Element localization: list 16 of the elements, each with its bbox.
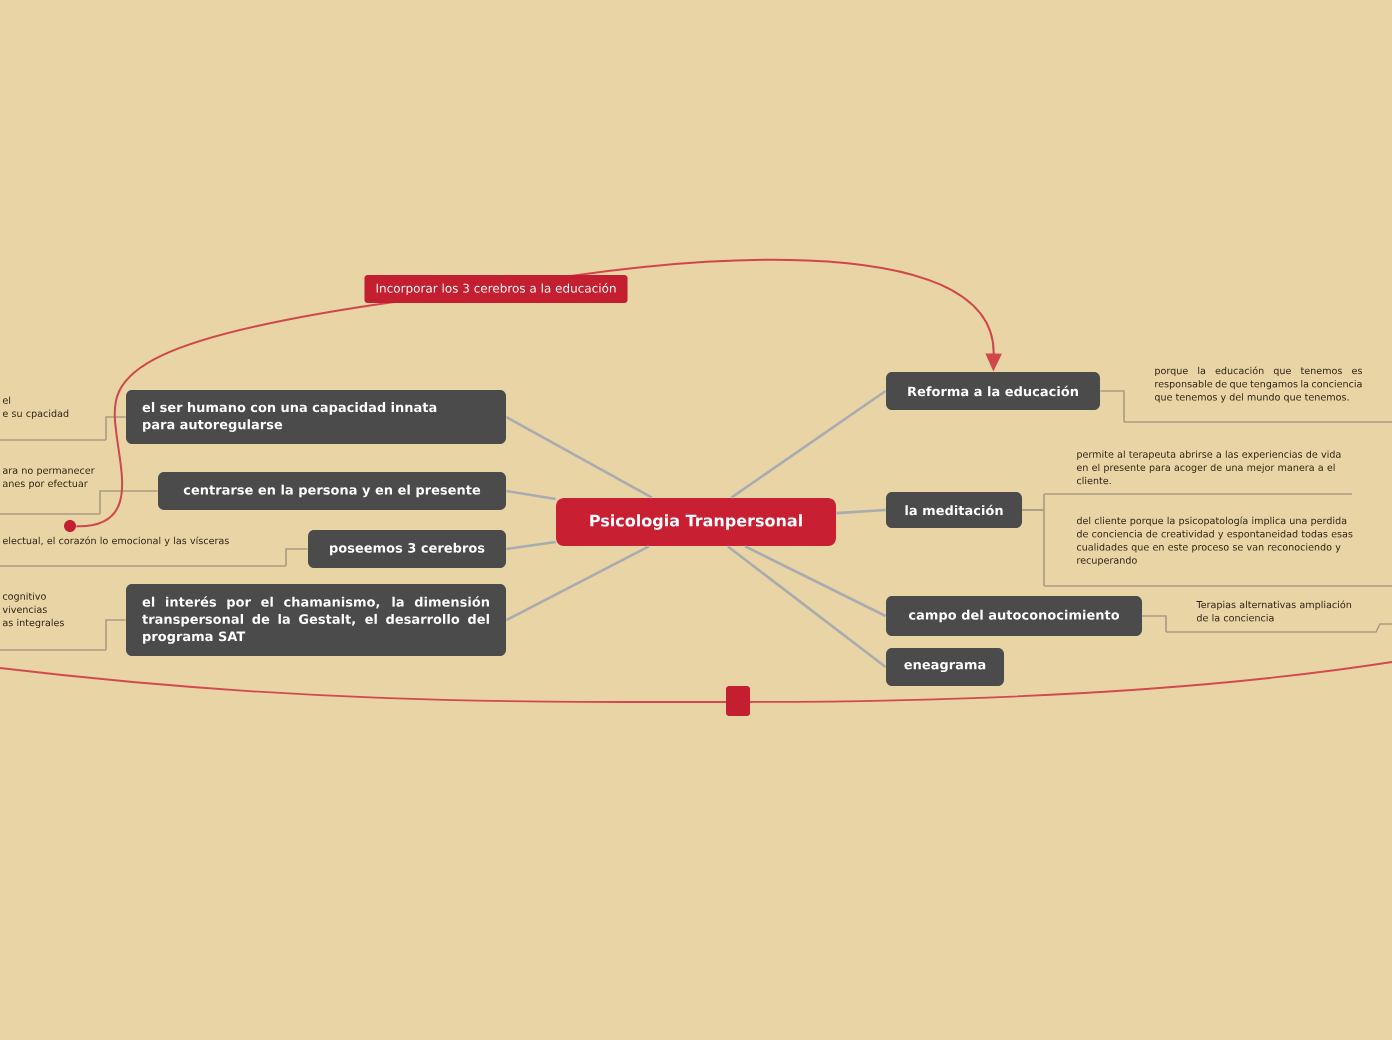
branch-line xyxy=(505,415,653,499)
branch-line xyxy=(836,508,886,515)
connector-line xyxy=(1099,390,1125,423)
connector-line xyxy=(105,619,127,651)
branch-line xyxy=(727,545,887,669)
connector-line xyxy=(285,548,309,567)
central-topic-box: Psicologia Tranpersonal xyxy=(556,498,836,546)
branch-line xyxy=(506,489,556,501)
connector-line xyxy=(99,490,159,515)
connector-line xyxy=(1021,509,1045,587)
connector-line xyxy=(1141,615,1167,633)
branch-line xyxy=(730,389,887,499)
connector-line xyxy=(105,416,127,441)
branch-line xyxy=(506,540,556,551)
branch-line xyxy=(744,545,887,618)
branch-line xyxy=(505,545,650,622)
